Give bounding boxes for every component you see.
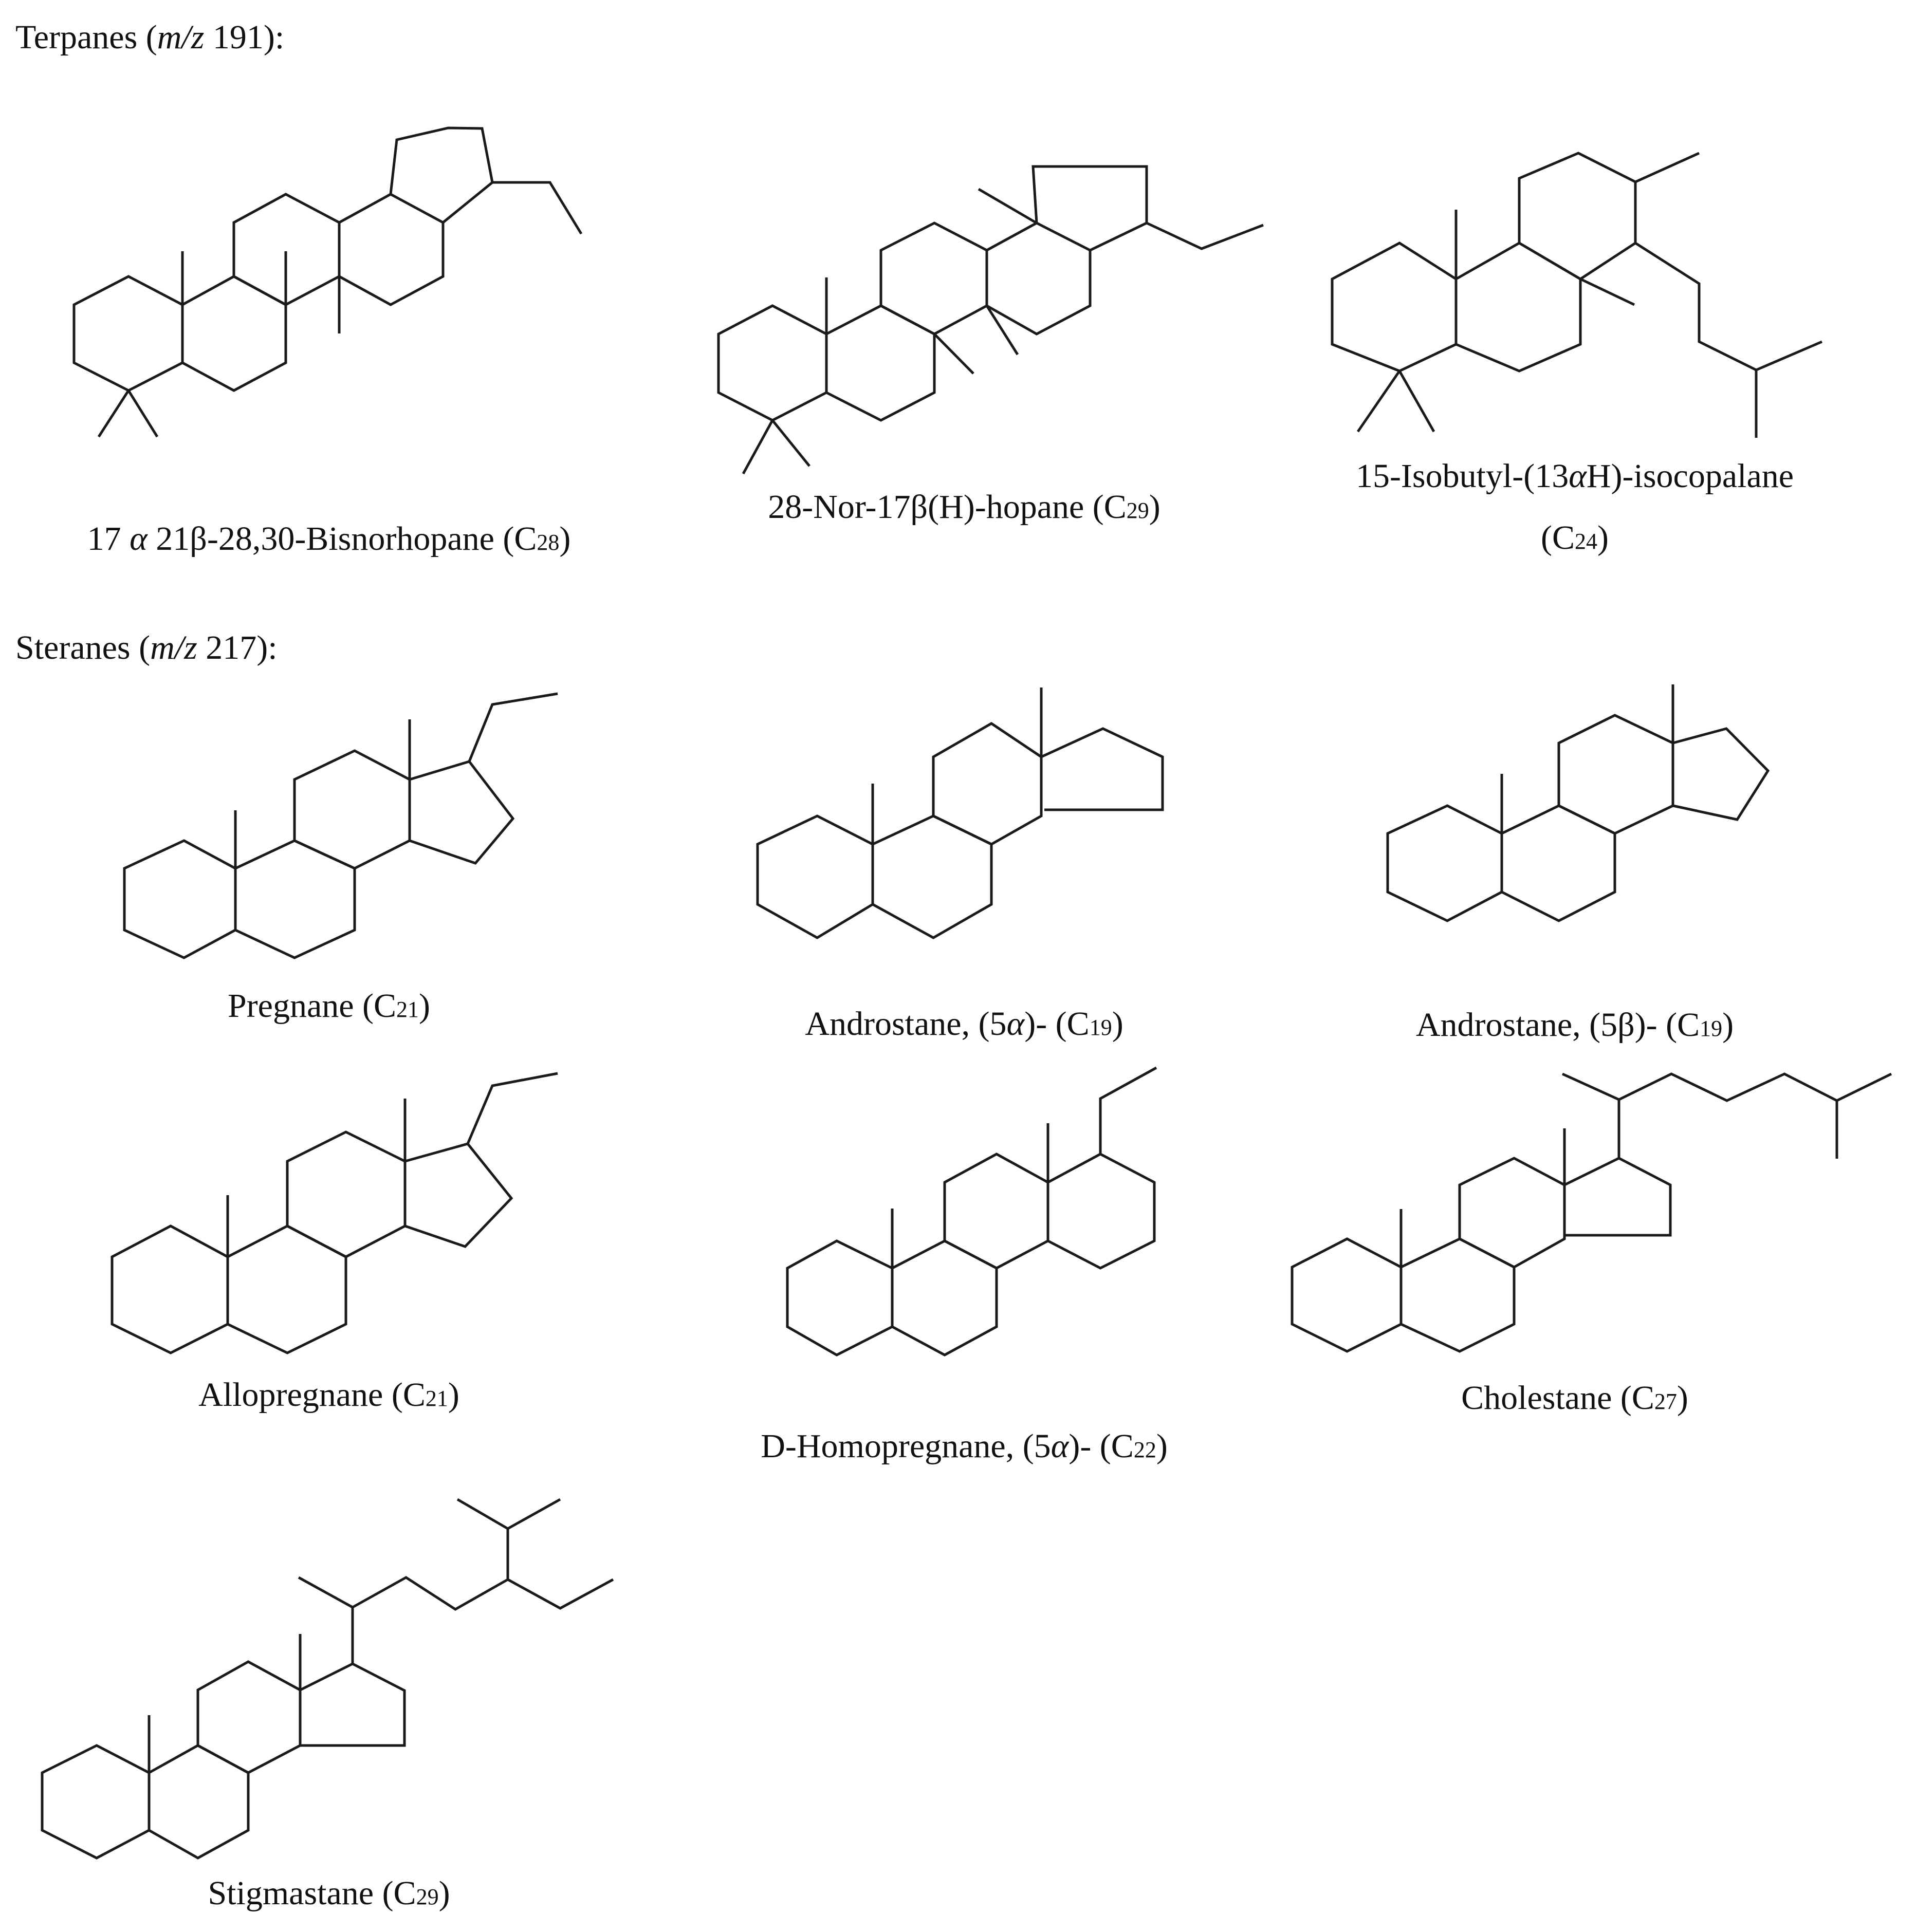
cholestane-structure [1291, 1072, 1892, 1353]
bisnorhopane-structure [72, 126, 583, 438]
terpanes-heading: Terpanes (m/z 191): [15, 18, 285, 56]
pregnane-structure [123, 692, 558, 959]
norhopane-structure [717, 165, 1264, 475]
isocopalane-structure [1331, 152, 1822, 438]
androstane-5b-structure [1386, 684, 1770, 922]
allopregnane-caption: Allopregnane (C21) [198, 1376, 459, 1414]
d-homopregnane-caption: D-Homopregnane, (5α)- (C22) [761, 1427, 1168, 1465]
pregnane-caption: Pregnane (C21) [227, 987, 431, 1025]
cholestane-caption: Cholestane (C27) [1461, 1379, 1688, 1417]
androstane-5a-caption: Androstane, (5α)- (C19) [805, 1005, 1123, 1043]
androstane-5b-caption: Androstane, (5β)- (C19) [1415, 1006, 1734, 1044]
isocopalane-caption-line2: (C24) [1541, 519, 1609, 556]
allopregnane-structure [110, 1072, 558, 1354]
steranes-heading: Steranes (m/z 217): [15, 629, 278, 666]
bisnorhopane-caption: 17 α 21β-28,30-Bisnorhopane (C28) [87, 520, 571, 558]
isocopalane-caption-line1: 15-Isobutyl-(13αH)-isocopalane [1355, 457, 1794, 495]
stigmastane-caption: Stigmastane (C29) [208, 1874, 450, 1912]
stigmastane-structure [41, 1498, 614, 1860]
norhopane-caption: 28-Nor-17β(H)-hopane (C29) [768, 488, 1160, 526]
d-homopregnane-structure [786, 1066, 1157, 1357]
androstane-5a-structure [756, 688, 1164, 939]
